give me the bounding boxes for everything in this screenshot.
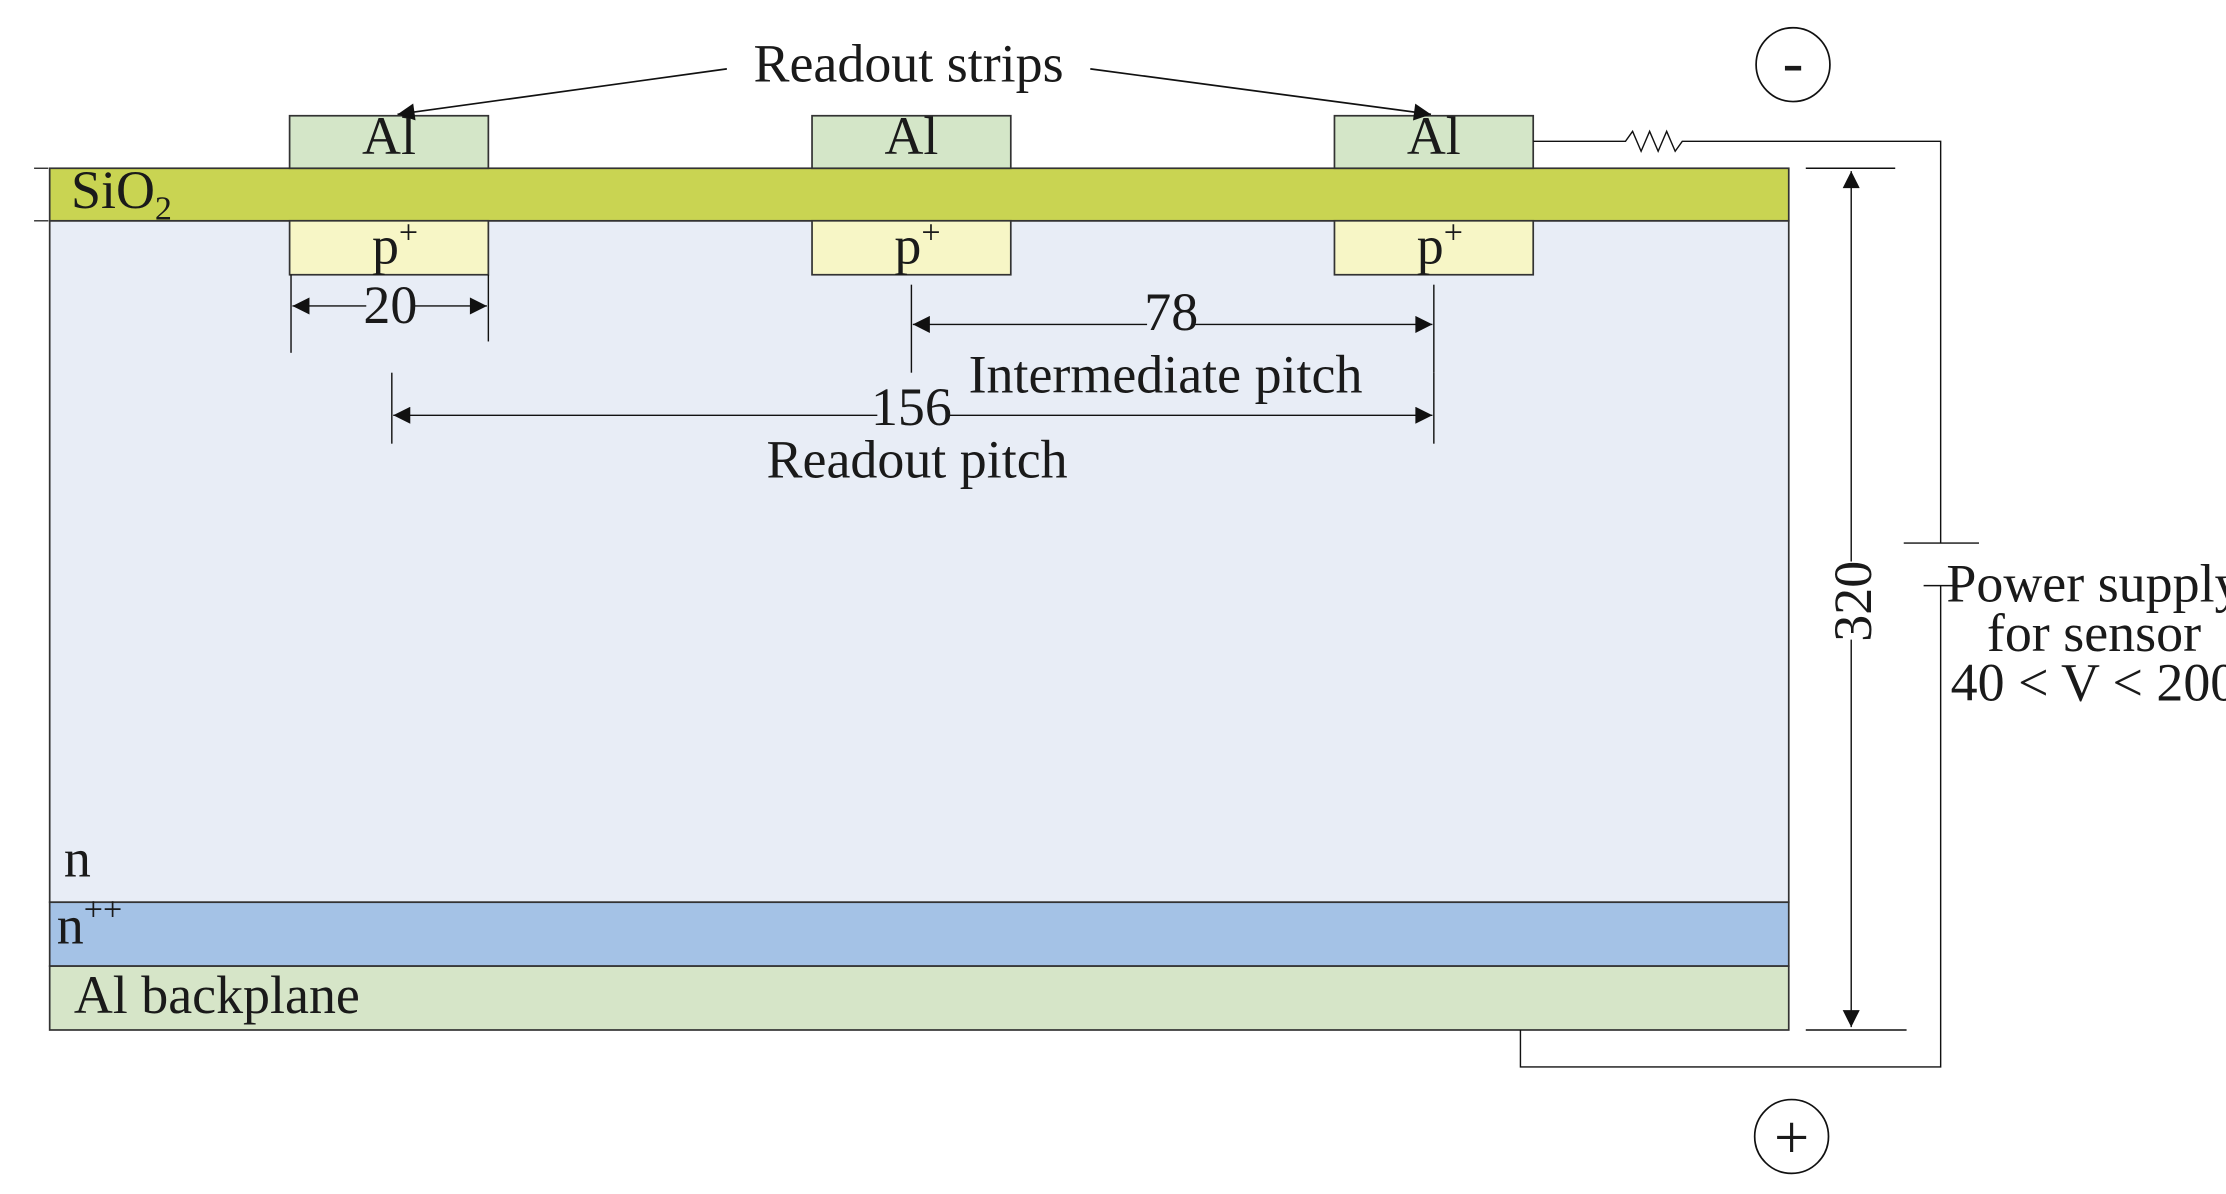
n-plus-plus-label: n++ bbox=[57, 892, 122, 956]
thickness-value: 320 bbox=[1823, 561, 1883, 642]
power-supply-label-line3: 40 < V < 200 bbox=[1951, 653, 2226, 713]
strip-width-value: 20 bbox=[363, 275, 417, 335]
readout-strips-arrow-left bbox=[397, 68, 727, 121]
al-strip-1 bbox=[288, 114, 490, 170]
readout-pitch-label: Readout pitch bbox=[767, 430, 1068, 490]
n-bulk-layer bbox=[48, 219, 1790, 904]
p-plus-label-2: p+ bbox=[894, 215, 940, 276]
plus-sign: + bbox=[1774, 1102, 1809, 1172]
p-plus-label-3: p+ bbox=[1417, 215, 1463, 276]
intermediate-pitch-value: 78 bbox=[1144, 282, 1198, 342]
al-strip-3 bbox=[1333, 114, 1535, 170]
readout-strips-label: Readout strips bbox=[754, 34, 1064, 94]
sio2-layer bbox=[48, 167, 1790, 222]
al-backplane-layer bbox=[48, 965, 1790, 1031]
al-strip-2 bbox=[811, 114, 1012, 170]
p-plus-implant-3 bbox=[1333, 219, 1535, 276]
minus-sign: - bbox=[1783, 27, 1804, 97]
p-plus-implant-2 bbox=[811, 219, 1012, 276]
readout-pitch-value: 156 bbox=[871, 377, 952, 437]
bias-wire-top bbox=[1533, 129, 1942, 544]
minus-terminal bbox=[1755, 26, 1831, 103]
plus-terminal bbox=[1753, 1098, 1830, 1175]
al-backplane-label: Al backplane bbox=[74, 965, 360, 1025]
al-strip-3-label: Al bbox=[1407, 106, 1461, 166]
al-strip-1-label: Al bbox=[362, 106, 416, 166]
p-plus-label-1: p+ bbox=[372, 215, 418, 276]
sio2-label: SiO2 bbox=[71, 160, 172, 227]
bias-wire-bottom bbox=[1519, 585, 1942, 1068]
n-plus-plus-layer bbox=[48, 901, 1790, 967]
p-plus-implant-1 bbox=[288, 219, 490, 276]
power-supply-label-line2: for sensor bbox=[1987, 603, 2201, 663]
intermediate-pitch-label: Intermediate pitch bbox=[969, 345, 1363, 405]
al-strip-2-label: Al bbox=[884, 106, 938, 166]
readout-strips-arrow-right bbox=[1090, 68, 1432, 121]
n-bulk-label: n bbox=[64, 829, 91, 889]
power-supply-label-line1: Power supply bbox=[1946, 553, 2226, 613]
